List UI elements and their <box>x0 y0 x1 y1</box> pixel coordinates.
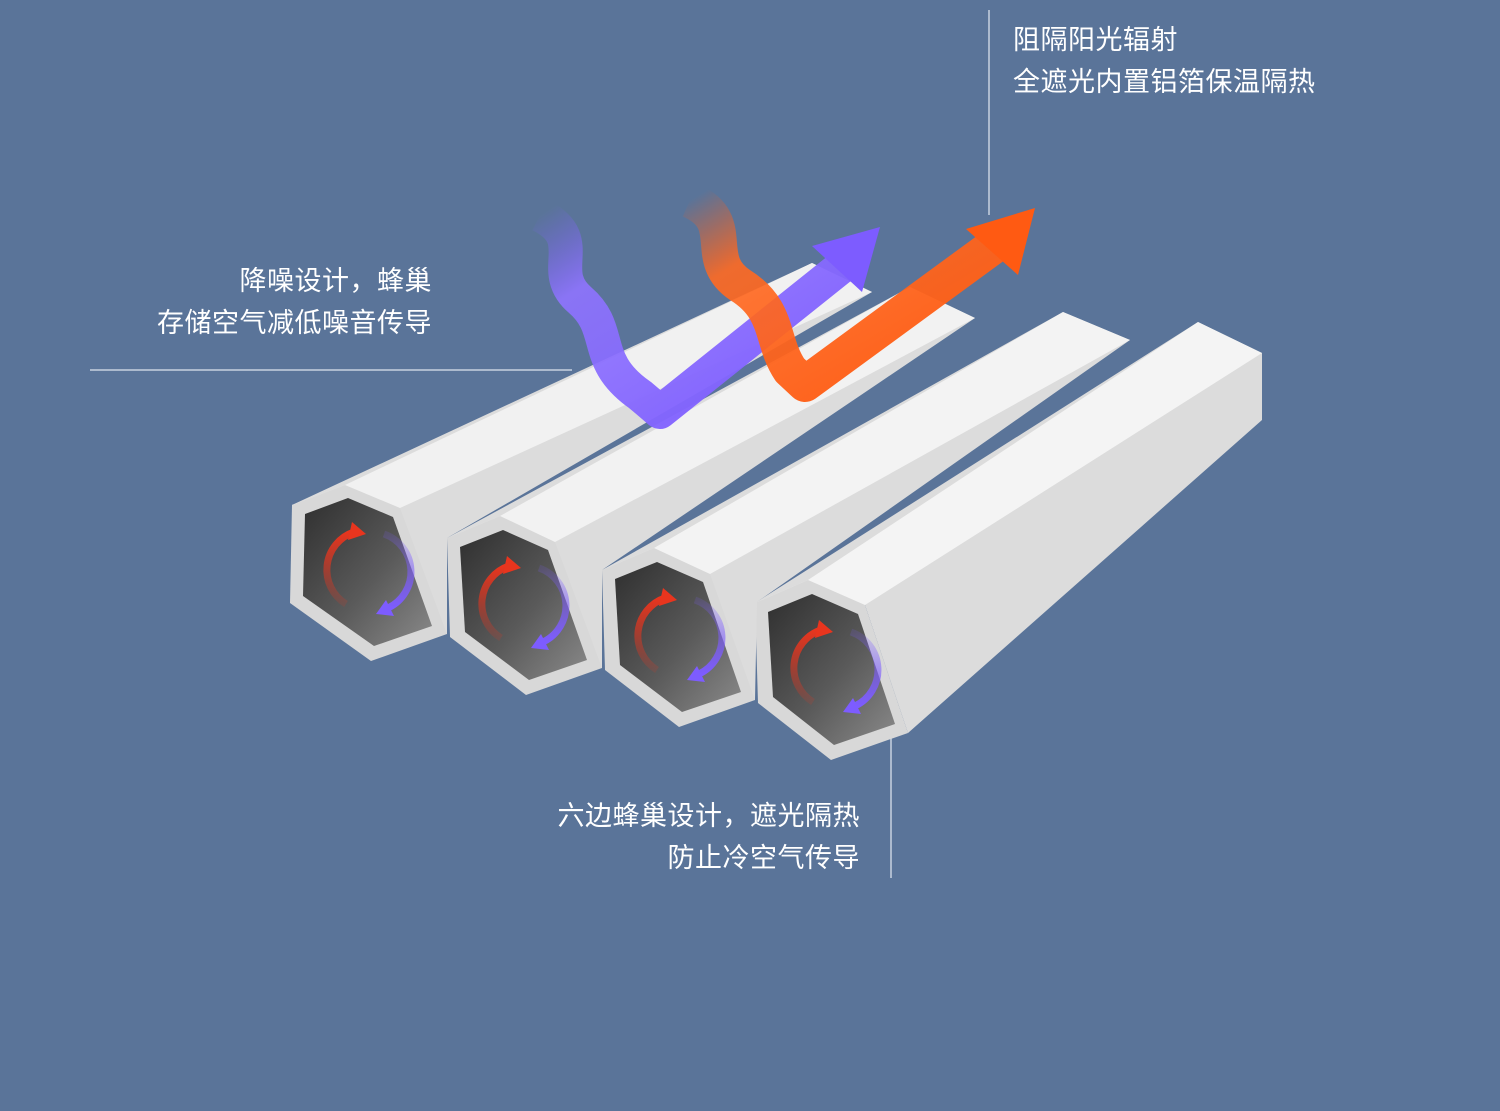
circulation-arrows-icon <box>323 522 882 714</box>
wavy-purple-arrow <box>531 199 880 429</box>
honeycomb-cell-4 <box>755 322 1262 760</box>
callout-bottom: 六边蜂巢设计，遮光隔热 防止冷空气传导 <box>558 796 861 880</box>
callout-bottom-line1: 六边蜂巢设计，遮光隔热 <box>557 801 860 832</box>
callout-left-line1: 降噪设计，蜂巢 <box>239 266 432 297</box>
callout-top-line2: 全遮光内置铝箔保温隔热 <box>1013 67 1316 98</box>
callout-top-line1: 阻隔阳光辐射 <box>1013 25 1178 56</box>
honeycomb-cell-3 <box>602 312 1130 727</box>
callout-bottom-line2: 防止冷空气传导 <box>667 843 860 874</box>
wavy-orange-arrow <box>681 183 1035 402</box>
callout-top: 阻隔阳光辐射 全遮光内置铝箔保温隔热 <box>1013 20 1316 104</box>
callout-left: 降噪设计，蜂巢 存储空气减低噪音传导 <box>157 261 432 345</box>
callout-left-line2: 存储空气减低噪音传导 <box>157 308 432 339</box>
